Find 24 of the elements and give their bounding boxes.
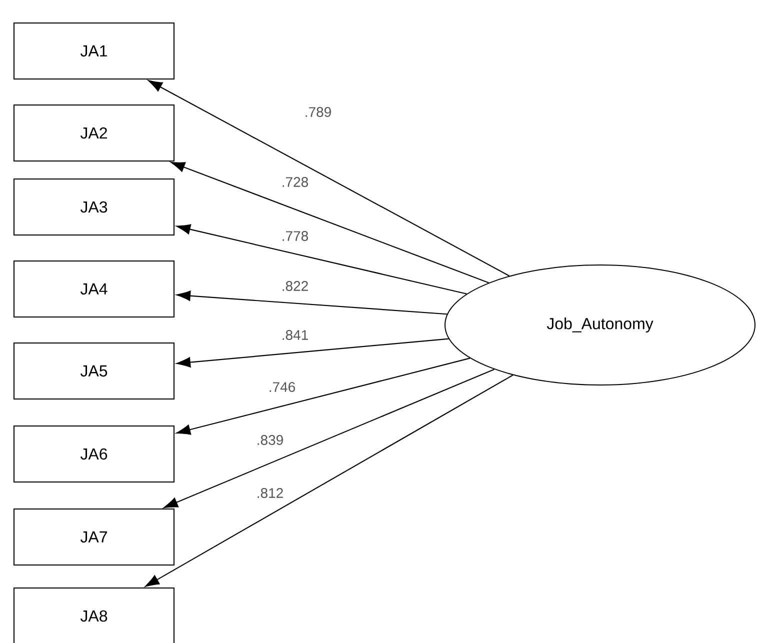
arrow [148, 80, 510, 276]
arrow [170, 162, 489, 284]
arrow [176, 224, 467, 294]
variable-box: JA3 [14, 178, 174, 236]
edge-label: .728 [280, 176, 310, 188]
edge-label: .841 [280, 329, 310, 341]
variable-box: JA5 [14, 342, 174, 400]
edge-label: .812 [255, 487, 285, 499]
edge-label: .822 [280, 280, 310, 292]
edge-label: .746 [267, 381, 297, 393]
arrow [145, 374, 514, 587]
variable-box: JA7 [14, 508, 174, 566]
variable-box: JA1 [14, 22, 174, 80]
edge-label: .789 [303, 106, 333, 118]
variable-box: JA2 [14, 104, 174, 162]
arrow [176, 290, 448, 315]
edge-label: .778 [280, 230, 310, 242]
arrow [176, 358, 470, 435]
arrow [164, 368, 494, 508]
edge-label: .839 [255, 434, 285, 446]
variable-box: JA8 [14, 588, 174, 643]
variable-box: JA6 [14, 426, 174, 482]
arrow [176, 338, 449, 368]
variable-box: JA4 [14, 260, 174, 318]
